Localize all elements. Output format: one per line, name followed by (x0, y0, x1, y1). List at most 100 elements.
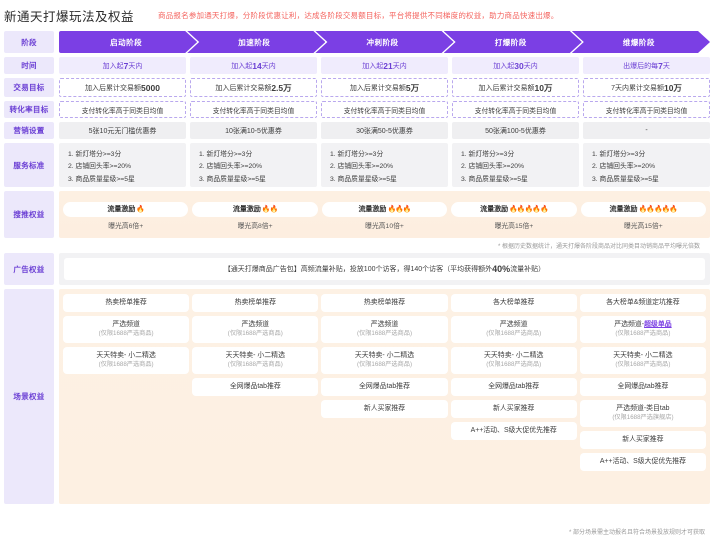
marketing-box: - (583, 122, 710, 139)
goal-num: 5000 (141, 82, 160, 93)
time-pre: 加入起 (362, 62, 384, 70)
traffic-exposure-text: 曝光高15倍+ (623, 222, 663, 230)
scene-item[interactable]: 全网爆品tab推荐 (321, 377, 448, 396)
fire-icon: 🔥🔥 (261, 206, 278, 213)
stage-label: 启动阶段 (110, 37, 143, 47)
service-line: 1. 新灯塔分>=3分 (68, 150, 122, 158)
scene-item-label: 天天特卖- 小二精选 (225, 351, 285, 359)
scene-item-sublabel: (仅限1688严选商品) (486, 330, 542, 337)
scene-item[interactable]: 热卖榜单推荐 (321, 294, 448, 312)
marketing-cell-4: 50张满100-5优惠券 (452, 122, 579, 139)
ad-prefix: 【通天打爆商品广告包】高频流量补贴，投放100个访客，得140个访客（平均获得额… (223, 266, 493, 273)
service-line: 1. 新灯塔分>=3分 (592, 150, 646, 158)
stage-chevron-3[interactable]: 冲刺阶段 (315, 31, 453, 53)
conversion-goal-box: 支付转化率高于同类目均值 (190, 101, 317, 118)
scene-item-label: 新人买家推荐 (493, 404, 535, 412)
scene-item[interactable]: 天天特卖- 小二精选(仅限1688严选商品) (579, 346, 707, 374)
scene-item[interactable]: 严选频道-类目tab(仅限1688严选旗舰店) (579, 399, 707, 427)
scene-item[interactable]: 严选频道 (仅限1688严选商品) (63, 316, 190, 343)
service-line: 3. 商品质量星级>=5星 (330, 175, 397, 183)
conversion-goal-cell-3: 支付转化率高于同类目均值 (321, 101, 448, 118)
scene-item[interactable]: 严选频道-超级单品(仅限1688严选商品) (579, 316, 707, 343)
scene-item-label: 严选频道 (499, 321, 528, 328)
goal-num: 10万 (663, 82, 682, 93)
scene-item[interactable]: 新人买家推荐 (579, 430, 707, 449)
traffic-incentive-label: 流量激励 (107, 206, 136, 213)
scene-item[interactable]: 全网爆品tab推荐 (450, 377, 577, 396)
scene-item-label: 全网爆品tab推荐 (617, 382, 669, 390)
scene-item-label: 天天特卖- 小二精选 (484, 351, 544, 359)
scene-item[interactable]: 新人买家推荐 (450, 399, 577, 418)
stage-label: 维爆阶段 (622, 37, 655, 47)
scene-item[interactable]: 热卖榜单推荐 (63, 294, 190, 312)
scene-item[interactable]: A++活动、S级大促优先推荐 (450, 421, 577, 440)
stage-chevron-5[interactable]: 维爆阶段 (572, 31, 710, 53)
time-post: 天内 (523, 62, 538, 70)
goal-pre: 加入后累计交易额 (85, 84, 142, 92)
time-num: 21 (383, 60, 393, 71)
scene-item[interactable]: 全网爆品tab推荐 (579, 377, 707, 396)
scene-item[interactable]: A++活动、S级大促优先推荐 (579, 452, 707, 471)
row-label-time: 时间 (4, 57, 54, 74)
stage-chevron-2[interactable]: 加速阶段 (187, 31, 325, 53)
service-line: 1. 新灯塔分>=3分 (199, 150, 253, 158)
scene-item[interactable]: 天天特卖- 小二精选(仅限1688严选商品) (450, 346, 577, 374)
scene-item-sublabel: (仅限1688严选商品) (98, 330, 154, 337)
scene-item-label: 严选频道 (241, 321, 270, 328)
service-line: 2. 店铺回头率>=20% (330, 163, 394, 170)
scene-rights-note: * 部分场景需主动报名且符合场景投放规则才可获取 (568, 530, 705, 536)
scene-column-4: 各大榜单推荐严选频道 (仅限1688严选商品) 天天特卖- 小二精选(仅限1688严… (450, 294, 577, 499)
search-rights-cell-3: 流量激励🔥🔥🔥曝光高10倍+ (321, 196, 448, 235)
scene-item-label: 各大榜单&频道定坑推荐 (606, 299, 680, 306)
scene-item[interactable]: 天天特卖- 小二精选(仅限1688严选商品) (321, 346, 448, 374)
scene-item[interactable]: 各大榜单&频道定坑推荐 (579, 294, 707, 312)
scene-item[interactable]: 严选频道(仅限1688严选商品) (321, 316, 448, 343)
marketing-box: 50张满100-5优惠券 (452, 122, 579, 139)
service-line: 2. 店铺回头率>=20% (592, 163, 656, 170)
conversion-goal-box: 支付转化率高于同类目均值 (321, 101, 448, 118)
traffic-incentive-label: 流量激励 (232, 206, 261, 213)
stage-chevron-1[interactable]: 启动阶段 (59, 31, 197, 53)
row-search-rights: 搜推权益 流量激励🔥曝光高6倍+流量激励🔥🔥曝光高8倍+流量激励🔥🔥🔥曝光高10… (4, 191, 710, 238)
conversion-goal-box: 支付转化率高于同类目均值 (583, 101, 710, 118)
traffic-exposure-text: 曝光高15倍+ (494, 222, 534, 230)
page-title: 新通天打爆玩法及权益 (4, 10, 135, 24)
scene-item[interactable]: 全网爆品tab推荐 (192, 377, 319, 396)
time-num: 7 (658, 60, 663, 71)
goal-num: 10万 (534, 82, 553, 93)
row-label-conversion-goal: 转化率目标 (4, 101, 54, 118)
stage-chevron-4[interactable]: 打爆阶段 (444, 31, 582, 53)
scene-item[interactable]: 新人买家推荐 (321, 399, 448, 418)
fire-icon: 🔥🔥🔥🔥🔥 (638, 206, 679, 213)
scene-item-label: 严选频道 (112, 321, 140, 328)
scene-item[interactable]: 严选频道 (仅限1688严选商品) (450, 316, 577, 343)
fire-icon: 🔥 (136, 206, 145, 213)
scene-item[interactable]: 严选频道 (仅限1688严选商品) (192, 316, 319, 343)
scene-column-1: 热卖榜单推荐严选频道 (仅限1688严选商品) 天天特卖- 小二精选(仅限1688严… (63, 294, 190, 499)
time-pre: 加入起 (493, 62, 515, 70)
ad-highlight: 40% (492, 264, 511, 274)
scene-item[interactable]: 天天特卖- 小二精选(仅限1688严选商品) (63, 346, 190, 374)
scene-item[interactable]: 天天特卖- 小二精选(仅限1688严选商品) (192, 346, 319, 374)
search-rights-cell-2: 流量激励🔥🔥曝光高8倍+ (192, 196, 318, 235)
scene-item[interactable]: 各大榜单推荐 (450, 294, 577, 312)
scene-item[interactable]: 热卖榜单推荐 (192, 294, 319, 312)
goal-pre: 加入后累计交易额 (349, 84, 406, 92)
marketing-cell-3: 30张满50-5优惠券 (321, 122, 448, 139)
scene-item-sublabel: (仅限1688严选商品) (227, 330, 283, 337)
